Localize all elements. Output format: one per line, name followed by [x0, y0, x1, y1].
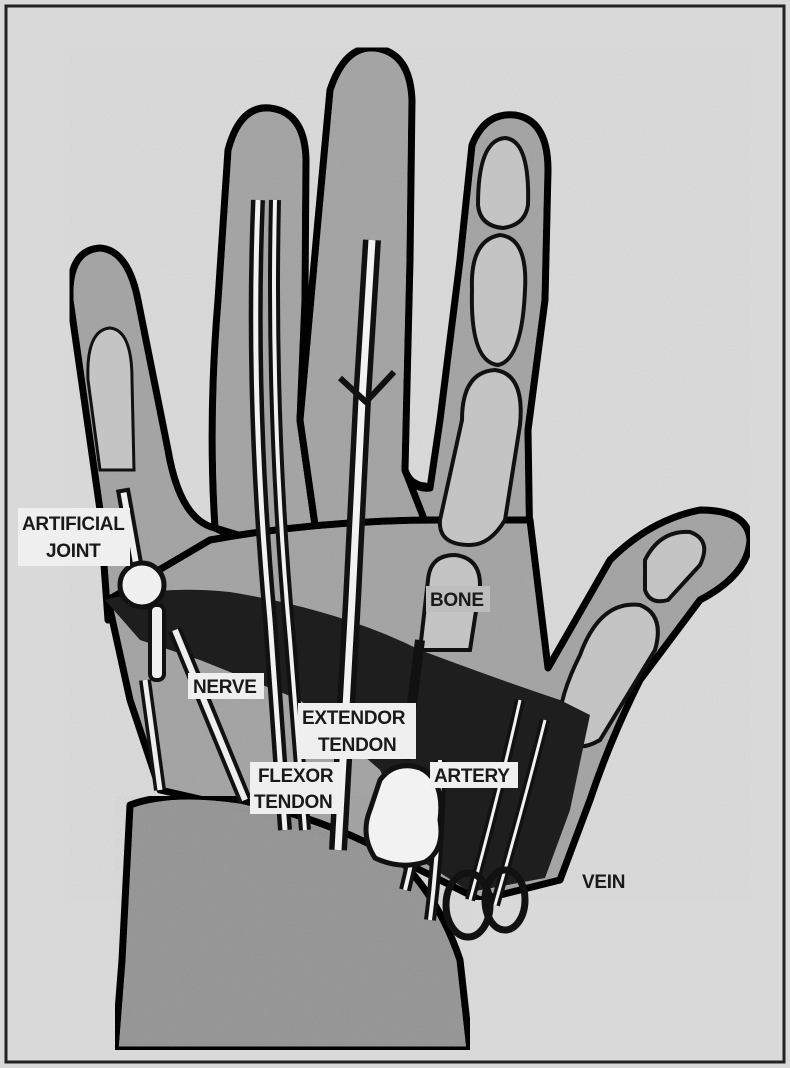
label-extendor-tendon-line1: EXTENDOR [302, 708, 406, 729]
label-flexor-tendon-line2: TENDON [254, 792, 332, 813]
index-bone-distal [478, 138, 528, 228]
label-extendor-tendon-line2: TENDON [318, 735, 396, 756]
label-bone: BONE [430, 590, 484, 611]
label-artery: ARTERY [434, 766, 510, 787]
label-flexor-tendon-line1: FLEXOR [258, 766, 334, 787]
cartilage-patch [366, 766, 441, 865]
label-vein: VEIN [582, 872, 625, 893]
label-nerve: NERVE [193, 677, 257, 698]
joint-ball [120, 563, 164, 607]
label-artificial-joint-line1: ARTIFICIAL [22, 514, 125, 535]
label-artificial-joint-line2: JOINT [46, 541, 101, 562]
index-bone-middle [472, 235, 525, 365]
joint-stem-lower [150, 605, 164, 680]
